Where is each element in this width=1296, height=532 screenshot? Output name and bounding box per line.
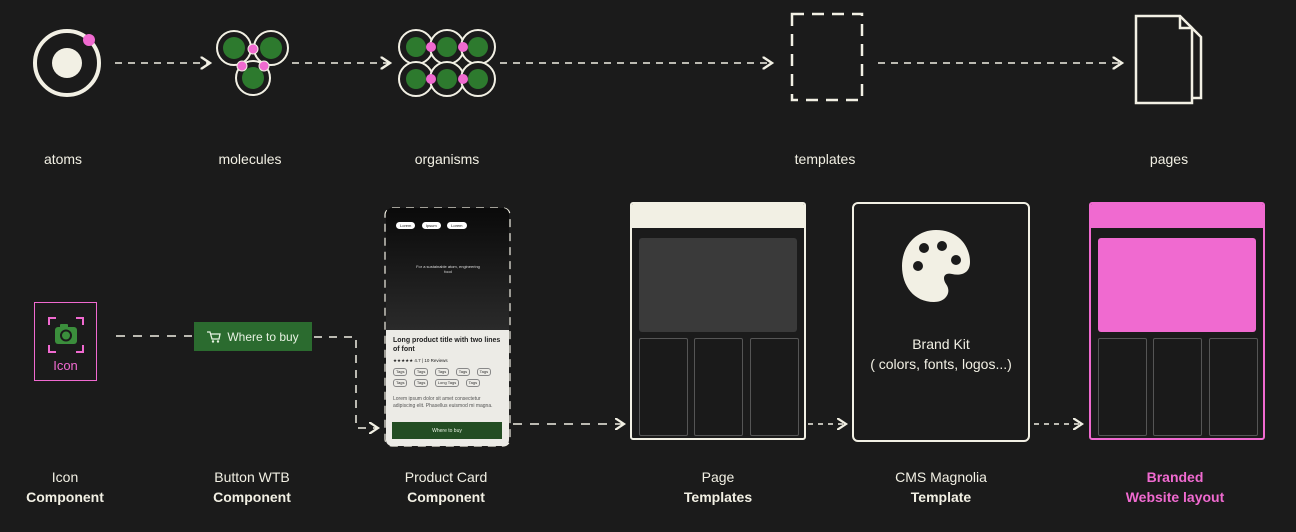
brand-kit-subtitle: ( colors, fonts, logos...) bbox=[854, 356, 1028, 372]
branded-header bbox=[1091, 204, 1263, 228]
caption-cms-magnolia: CMS Magnolia Template bbox=[841, 467, 1041, 507]
caption-line2: Template bbox=[841, 487, 1041, 507]
tag[interactable]: Tags bbox=[477, 368, 491, 376]
caption-icon-component: Icon Component bbox=[0, 467, 165, 507]
mini-card bbox=[1209, 338, 1258, 436]
page-template-header bbox=[632, 204, 804, 228]
page-template-mockup bbox=[630, 202, 806, 440]
product-description: Lorem ipsum dolor sit amet consectetur a… bbox=[393, 396, 503, 409]
organism-icon bbox=[399, 30, 495, 96]
branded-hero bbox=[1098, 238, 1256, 332]
mini-card bbox=[750, 338, 799, 436]
product-title: Long product title with two lines of fon… bbox=[393, 336, 505, 354]
product-rating: ★★★★★ 4.7 | 10 Reviews bbox=[393, 358, 448, 364]
arrow-wtb-card bbox=[314, 337, 378, 428]
page-template-hero bbox=[639, 238, 797, 332]
caption-line2: Component bbox=[0, 487, 165, 507]
atom-icon bbox=[35, 31, 99, 95]
tag[interactable]: Tags bbox=[393, 368, 407, 376]
pages-icon bbox=[1136, 16, 1201, 103]
card-cta-button[interactable]: Where to buy bbox=[392, 422, 502, 439]
mini-card bbox=[1153, 338, 1202, 436]
tag[interactable]: Tags bbox=[435, 368, 449, 376]
level-label-molecules: molecules bbox=[160, 151, 340, 167]
caption-line1: Button WTB bbox=[214, 469, 289, 485]
tag-list: Tags Tags Tags Tags Tags Tags Tags Long … bbox=[392, 366, 504, 388]
caption-line2: Component bbox=[346, 487, 546, 507]
caption-line1: CMS Magnolia bbox=[895, 469, 987, 485]
tag[interactable]: Tags bbox=[414, 379, 428, 387]
caption-line1: Branded bbox=[1075, 467, 1275, 487]
branded-website-mockup bbox=[1089, 202, 1265, 440]
template-icon bbox=[792, 14, 862, 100]
level-label-organisms: organisms bbox=[357, 151, 537, 167]
level-label-pages: pages bbox=[1079, 151, 1259, 167]
caption-product-card: Product Card Component bbox=[346, 467, 546, 507]
where-to-buy-button[interactable]: Where to buy bbox=[194, 322, 312, 351]
product-card: Lorem Ipsum Lorem For a sustainable atom… bbox=[386, 208, 509, 446]
caption-line1: Page bbox=[702, 469, 735, 485]
tag[interactable]: Tags bbox=[456, 368, 470, 376]
where-to-buy-label: Where to buy bbox=[227, 330, 298, 344]
chip[interactable]: Lorem bbox=[396, 222, 415, 229]
level-label-templates: templates bbox=[735, 151, 915, 167]
caption-line1: Product Card bbox=[405, 469, 487, 485]
camera-icon bbox=[48, 317, 84, 353]
icon-component-box: Icon bbox=[34, 302, 97, 381]
palette-icon bbox=[898, 226, 974, 306]
icon-box-label: Icon bbox=[35, 358, 96, 373]
product-card-body: Long product title with two lines of fon… bbox=[386, 330, 509, 446]
caption-page-templates: Page Templates bbox=[618, 467, 818, 507]
level-label-atoms: atoms bbox=[0, 151, 153, 167]
caption-line2: Website layout bbox=[1075, 487, 1275, 507]
mini-card bbox=[1098, 338, 1147, 436]
molecule-icon bbox=[217, 31, 288, 95]
caption-branded-website: Branded Website layout bbox=[1075, 467, 1275, 507]
tag[interactable]: Tags bbox=[393, 379, 407, 387]
tag[interactable]: Long Tags bbox=[435, 379, 459, 387]
tag[interactable]: Tags bbox=[414, 368, 428, 376]
caption-button-wtb: Button WTB Component bbox=[152, 467, 352, 507]
mini-card bbox=[639, 338, 688, 436]
caption-line1: Icon bbox=[52, 469, 78, 485]
tag[interactable]: Tags bbox=[466, 379, 480, 387]
caption-line2: Templates bbox=[618, 487, 818, 507]
cms-magnolia-box: Brand Kit ( colors, fonts, logos...) bbox=[852, 202, 1030, 442]
cart-icon bbox=[207, 331, 221, 343]
chip-row: Lorem Ipsum Lorem bbox=[396, 214, 469, 232]
product-card-hero: Lorem Ipsum Lorem For a sustainable atom… bbox=[386, 208, 509, 330]
chip[interactable]: Ipsum bbox=[422, 222, 441, 229]
hero-text: For a sustainable atom, engineering food bbox=[416, 264, 480, 274]
mini-card bbox=[694, 338, 743, 436]
chip[interactable]: Lorem bbox=[447, 222, 466, 229]
brand-kit-title: Brand Kit bbox=[854, 336, 1028, 352]
caption-line2: Component bbox=[152, 487, 352, 507]
